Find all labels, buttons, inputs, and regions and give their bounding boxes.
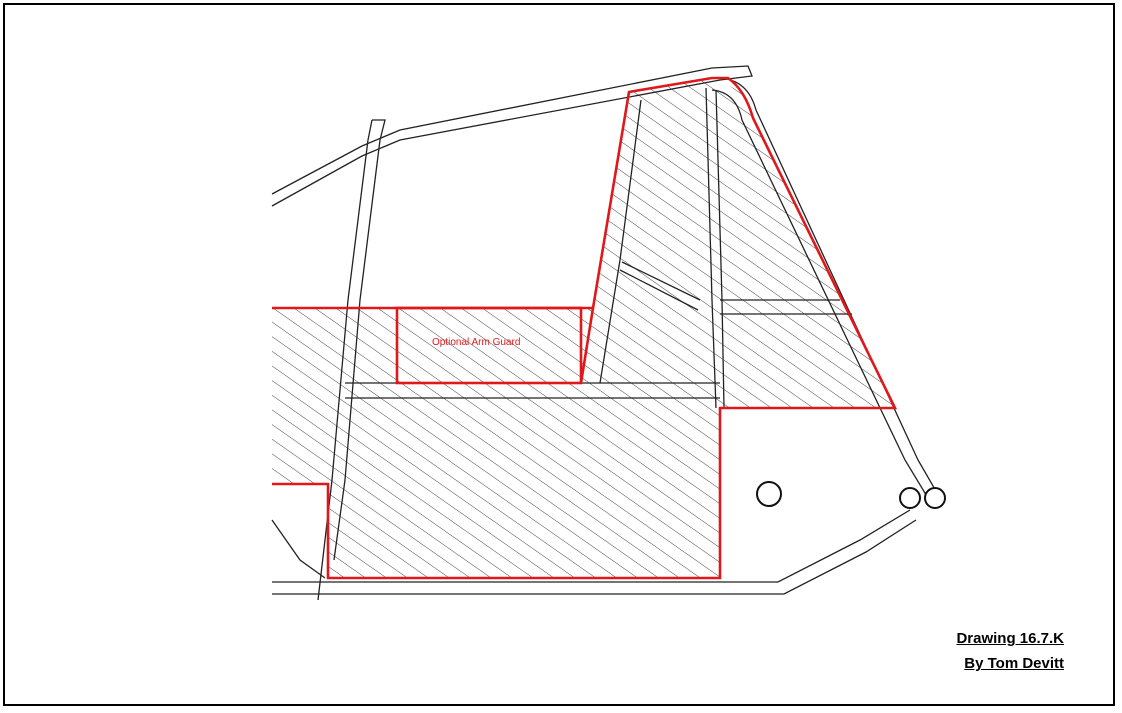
hole-markers	[756, 481, 946, 509]
rear-hole-1	[899, 487, 921, 509]
rear-hole-2	[924, 487, 946, 509]
drawing-id: Drawing 16.7.K	[956, 630, 1064, 647]
arm-guard-panel	[397, 308, 593, 383]
door-lower-panel	[345, 383, 720, 578]
cage-tubing	[271, 65, 941, 601]
red-outlines	[272, 76, 898, 580]
b-pillar-panel	[581, 78, 895, 408]
drawing-caption: Drawing 16.7.K By Tom Devitt	[956, 626, 1064, 676]
arm-guard-outline	[395, 306, 583, 385]
arm-guard-label: Optional Arm Guard	[432, 337, 520, 348]
left-side-panel	[272, 308, 397, 578]
lower-panel-outline	[272, 76, 898, 580]
drawing-author: By Tom Devitt	[964, 655, 1064, 672]
hatched-panels	[272, 78, 895, 578]
front-hole	[756, 481, 782, 507]
